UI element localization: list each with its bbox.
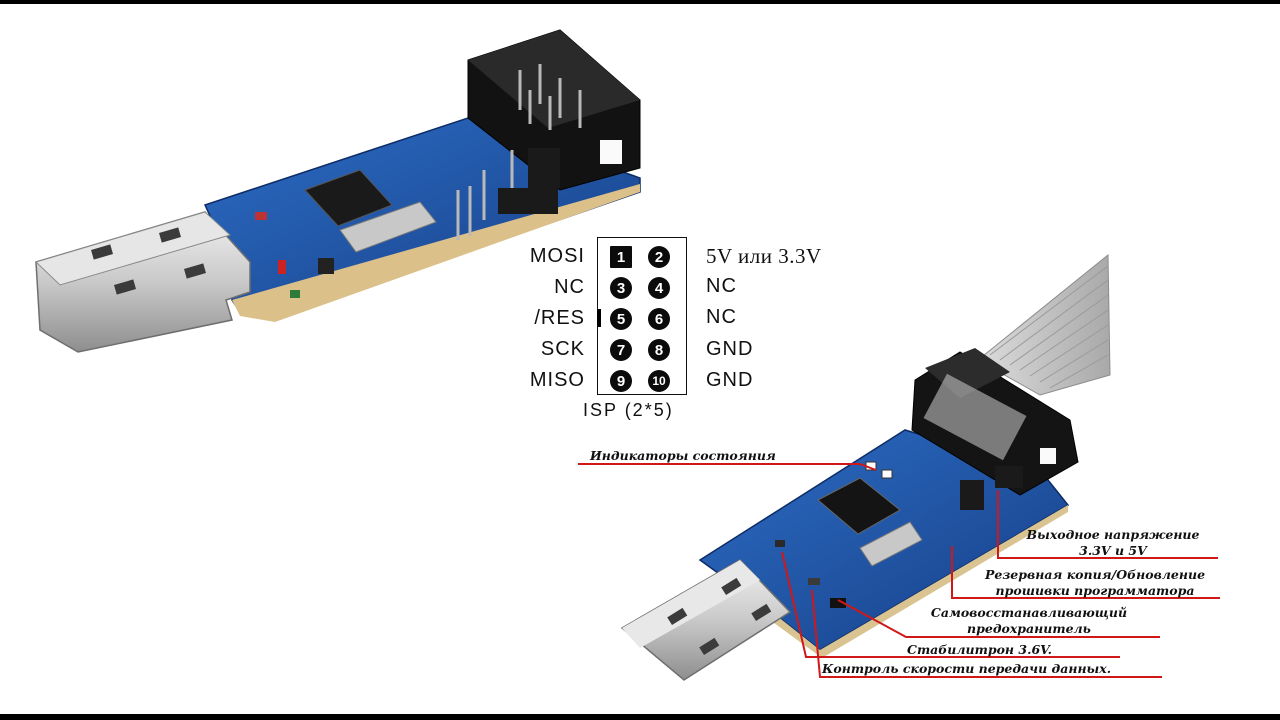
pin-9: 9 [610, 370, 632, 392]
line-backup [951, 546, 1220, 599]
pin-label-mosi: MOSI [529, 245, 585, 267]
pin-10: 10 [648, 370, 670, 392]
top-board-crystal [339, 201, 437, 253]
annotation-output-voltage-line1: Выходное напряжение [1026, 527, 1200, 542]
bottom-border [0, 714, 1280, 720]
annotation-lines [578, 463, 1220, 678]
line-fuse [837, 599, 1160, 638]
pin-label-vcc: 5V или 3.3V [706, 244, 822, 268]
pin-3: 3 [610, 277, 632, 299]
line-output-voltage [997, 490, 1218, 559]
bottom-board-mcu [817, 477, 901, 535]
annotation-backup-line2: прошивки программатора [995, 583, 1195, 598]
pin-5: 5 [610, 308, 632, 330]
pin-label-gnd-1: GND [706, 338, 754, 360]
pin-2: 2 [648, 246, 670, 268]
annotation-zener: Стабилитрон 3.6V. [907, 642, 1053, 657]
top-board [35, 29, 641, 353]
pin-header-diagram: 1 2 3 4 5 6 7 8 9 10 [597, 237, 687, 395]
pin-label-gnd-2: GND [706, 369, 754, 391]
pin-4: 4 [648, 277, 670, 299]
bottom-board-crystal [859, 521, 923, 567]
pin-label-nc-left: NC [554, 276, 585, 298]
top-border [0, 0, 1280, 4]
pin-label-nc-right-2: NC [706, 306, 737, 328]
pin-label-nc-right-1: NC [706, 275, 737, 297]
annotation-output-voltage: Выходное напряжение 3.3V и 5V [1008, 527, 1218, 559]
annotation-fuse-line1: Самовосстанавливающий [930, 605, 1128, 620]
pin-key-notch [597, 309, 601, 327]
annotation-fuse: Самовосстанавливающий предохранитель [905, 605, 1153, 637]
annotation-backup: Резервная копия/Обновление прошивки прог… [960, 567, 1230, 599]
pin-label-miso: MISO [529, 369, 585, 391]
pin-7: 7 [610, 339, 632, 361]
pin-label-sck: SCK [540, 338, 585, 360]
pin-label-res: /RES [534, 307, 585, 329]
line-status-leds [578, 463, 877, 471]
isp-caption: ISP (2*5) [583, 400, 674, 420]
pin-8: 8 [648, 339, 670, 361]
annotation-backup-line1: Резервная копия/Обновление [984, 567, 1206, 582]
pin-1: 1 [610, 246, 632, 268]
top-board-mcu [304, 169, 393, 227]
line-zener [781, 551, 1120, 658]
annotation-output-voltage-line2: 3.3V и 5V [1079, 543, 1147, 558]
pin-6: 6 [648, 308, 670, 330]
annotation-status-leds: Индикаторы состояния [590, 448, 776, 463]
line-speed [811, 589, 1162, 678]
annotation-speed: Контроль скорости передачи данных. [822, 661, 1112, 676]
annotation-fuse-line2: предохранитель [967, 621, 1091, 636]
